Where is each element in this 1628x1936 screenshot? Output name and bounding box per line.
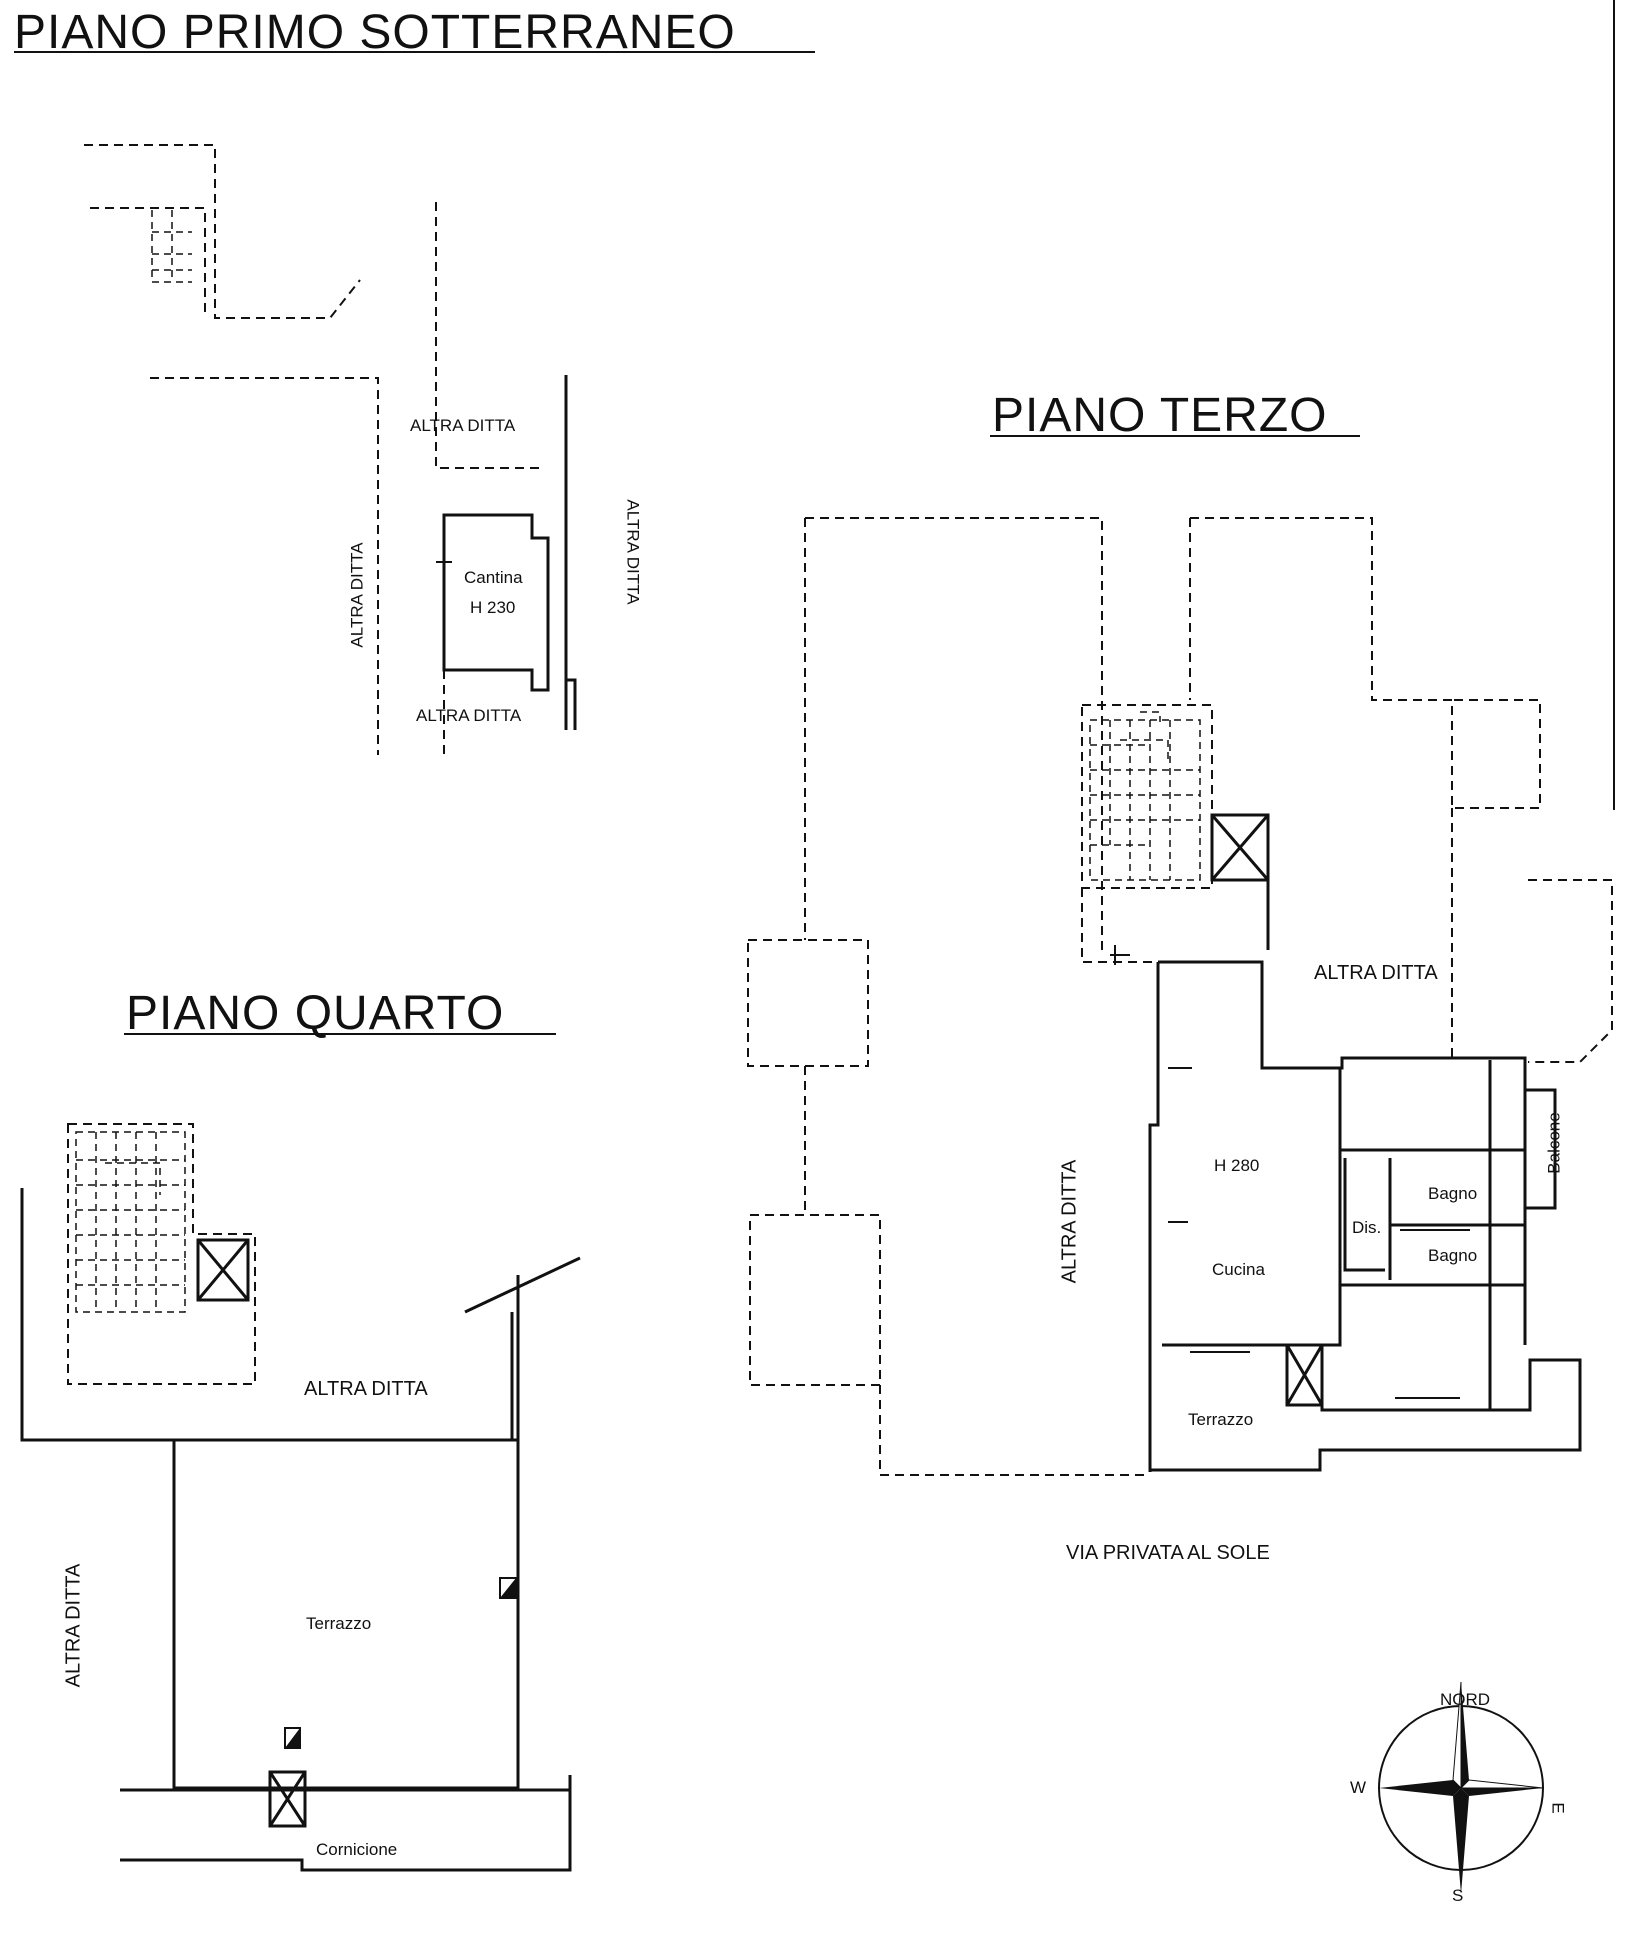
label-dis: Dis. [1352,1218,1382,1237]
label-altra-ditta-fourth: ALTRA DITTA [304,1378,428,1400]
compass-north-label: NORD [1440,1690,1491,1709]
third-floor-plan [747,517,1613,1476]
label-bagno-lower: Bagno [1428,1246,1478,1265]
label-altra-ditta-fourth-left: ALTRA DITTA [62,1563,85,1688]
label-street: VIA PRIVATA AL SOLE [1066,1542,1270,1564]
label-altra-ditta-third-left: ALTRA DITTA [1058,1159,1081,1284]
fourth-floor-plan [20,1123,581,1872]
label-cantina-height: H 230 [470,598,516,617]
label-terrazzo-third: Terrazzo [1188,1410,1254,1429]
compass-rose [1378,1681,1544,1894]
label-altra-ditta-third-right: ALTRA DITTA [1314,962,1438,984]
compass-east-label: E [1548,1802,1568,1814]
compass-west-label: W [1350,1778,1367,1797]
label-altra-ditta-basement-bottom: ALTRA DITTA [416,706,522,725]
label-bagno-upper: Bagno [1428,1184,1478,1203]
title-third-floor: PIANO TERZO [992,389,1328,442]
label-altra-ditta-basement-right: ALTRA DITTA [623,499,643,605]
label-cantina: Cantina [464,568,523,587]
label-cucina: Cucina [1212,1260,1265,1279]
title-fourth-floor: PIANO QUARTO [126,987,505,1040]
label-terrazzo-fourth: Terrazzo [306,1614,372,1633]
label-altra-ditta-basement-top: ALTRA DITTA [410,416,516,435]
label-balcone: Balcone [1544,1112,1564,1174]
label-altra-ditta-basement-left: ALTRA DITTA [347,542,367,648]
title-basement: PIANO PRIMO SOTTERRANEO [14,6,736,59]
label-cucina-height: H 280 [1214,1156,1260,1175]
label-cornicione: Cornicione [316,1840,398,1859]
compass-south-label: S [1452,1886,1464,1905]
basement-plan [84,144,577,755]
